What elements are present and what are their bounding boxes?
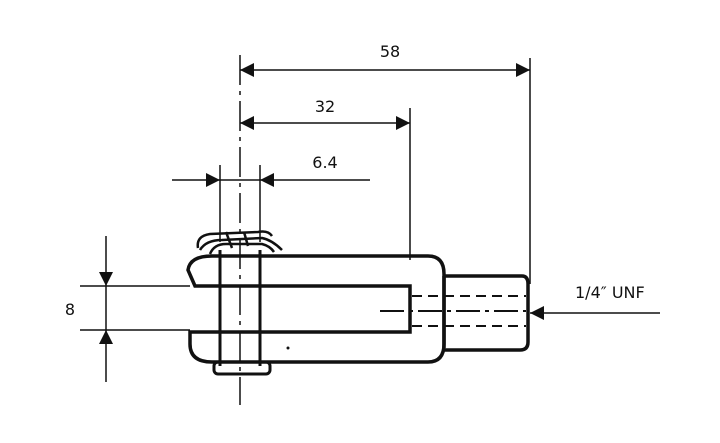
spring-clip [196, 230, 283, 255]
thread-hidden-lines [380, 295, 526, 327]
extension-lines [80, 55, 531, 405]
label-overall-length: 58 [380, 42, 400, 61]
label-thread: 1/4″ UNF [575, 283, 645, 302]
label-slot-width: 8 [65, 300, 75, 319]
clevis-pin [212, 250, 272, 376]
label-pin-to-slot: 32 [315, 97, 335, 116]
label-pin-diameter: 6.4 [312, 153, 337, 172]
threaded-shank [444, 274, 530, 352]
detail-dot [286, 346, 290, 350]
clevis-body [186, 254, 446, 364]
